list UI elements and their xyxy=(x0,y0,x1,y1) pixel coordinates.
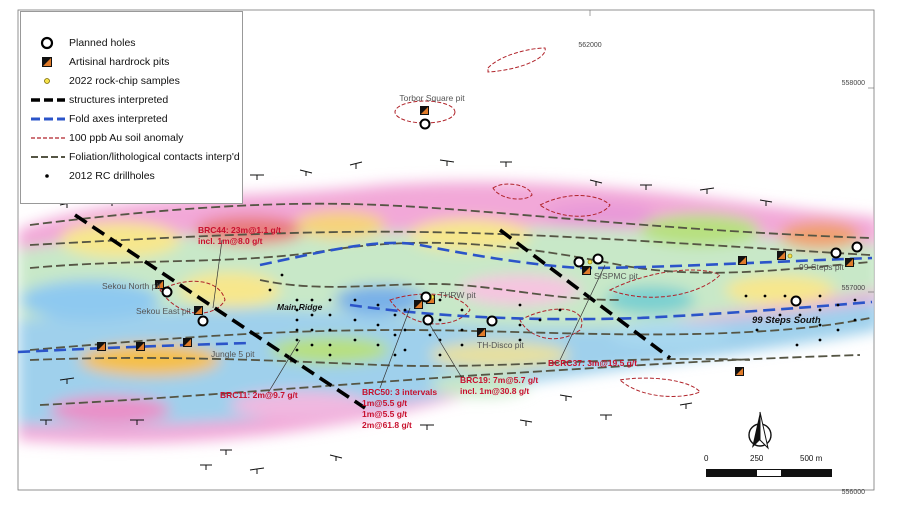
legend-item-pits: Artisinal hardrock pits xyxy=(21,53,242,71)
scale-bar-graphic xyxy=(706,469,832,477)
label-brc50-line2: 1m@5.5 g/t xyxy=(362,398,407,408)
legend-label: Foliation/lithological contacts interp'd xyxy=(69,151,240,163)
label-thrw-pit: THRW pit xyxy=(439,290,476,300)
legend-item-soil-anomaly: 100 ppb Au soil anomaly xyxy=(21,129,242,147)
label-torbor-square-pit: Torbor Square pit xyxy=(399,93,465,103)
foliation-line-icon xyxy=(31,156,65,158)
drillhole-dot-icon xyxy=(45,174,49,178)
rock-chip-icon xyxy=(44,78,50,84)
label-jungle-5-pit: Jungle 5 pit xyxy=(211,349,255,359)
foliation-layer xyxy=(29,202,871,406)
planned-hole-layer xyxy=(161,118,863,327)
pit-icon xyxy=(42,57,52,67)
legend-item-fold-axes: Fold axes interpreted xyxy=(21,110,242,128)
label-brc50-line4: 2m@61.8 g/t xyxy=(362,420,412,430)
label-brc44-line2: incl. 1m@8.0 g/t xyxy=(198,236,263,246)
label-s-spmc-pit: S/SPMC pit xyxy=(594,271,639,281)
legend-label: Planned holes xyxy=(69,37,136,49)
legend: Planned holes Artisinal hardrock pits 20… xyxy=(20,11,243,204)
fold-axis-line-icon xyxy=(31,117,65,121)
structure-line-icon xyxy=(31,98,65,102)
soil-anomaly-line-icon xyxy=(31,137,65,139)
grid-label-northing-3: 556000 xyxy=(842,489,865,496)
legend-label: 100 ppb Au soil anomaly xyxy=(69,132,184,144)
structural-symbols xyxy=(40,159,773,474)
scale-bar: 0 250 500 m xyxy=(700,440,860,490)
drillhole-layer xyxy=(268,273,857,357)
scale-label-250: 250 xyxy=(750,454,764,463)
label-brc19-line1: BRC19: 7m@5.7 g/t xyxy=(460,375,538,385)
legend-label: 2022 rock-chip samples xyxy=(69,75,180,87)
scale-label-500: 500 m xyxy=(800,454,823,463)
scale-label-0: 0 xyxy=(704,454,709,463)
legend-item-drillholes: 2012 RC drillholes xyxy=(21,167,242,185)
label-99-steps-south: 99 Steps South xyxy=(752,315,821,326)
label-sekou-north-pit: Sekou North pit xyxy=(102,281,161,291)
label-brc11: BRC11: 2m@9.7 g/t xyxy=(220,390,298,400)
label-sekou-east-pit: Sekou East pit xyxy=(136,306,191,316)
label-th-disco-pit: TH-Disco pit xyxy=(477,340,524,350)
legend-label: Fold axes interpreted xyxy=(69,113,168,125)
label-brc19-line2: incl. 1m@30.8 g/t xyxy=(460,386,529,396)
label-brc50-line1: BRC50: 3 intervals xyxy=(362,387,437,397)
legend-item-planned-holes: Planned holes xyxy=(21,34,242,52)
label-99-steps-pit: 99 Steps pit xyxy=(799,262,845,272)
grid-label-northing-2: 557000 xyxy=(842,285,865,292)
label-bcrc37: BCRC37: 3m@19.5 g/t xyxy=(548,358,637,368)
grid-label-northing-1: 558000 xyxy=(842,80,865,87)
legend-label: structures interpreted xyxy=(69,94,169,106)
north-arrow-icon xyxy=(748,411,772,450)
leader-lines xyxy=(212,239,606,394)
legend-label: Artisinal hardrock pits xyxy=(69,56,170,68)
legend-item-rock-chips: 2022 rock-chip samples xyxy=(21,72,242,90)
legend-item-foliation: Foliation/lithological contacts interp'd xyxy=(21,148,242,166)
legend-label: 2012 RC drillholes xyxy=(69,170,155,182)
structure-layer xyxy=(74,213,672,410)
fold-axis-layer xyxy=(17,241,873,354)
grid-label-easting: 562000 xyxy=(578,42,601,49)
planned-hole-icon xyxy=(40,36,54,50)
magnetic-image xyxy=(18,181,874,444)
label-brc50-line3: 1m@5.5 g/t xyxy=(362,409,407,419)
label-brc44-line1: BRC44: 23m@1.1 g/t xyxy=(198,225,281,235)
legend-item-structures: structures interpreted xyxy=(21,91,242,109)
label-main-ridge: Main Ridge xyxy=(277,302,323,312)
